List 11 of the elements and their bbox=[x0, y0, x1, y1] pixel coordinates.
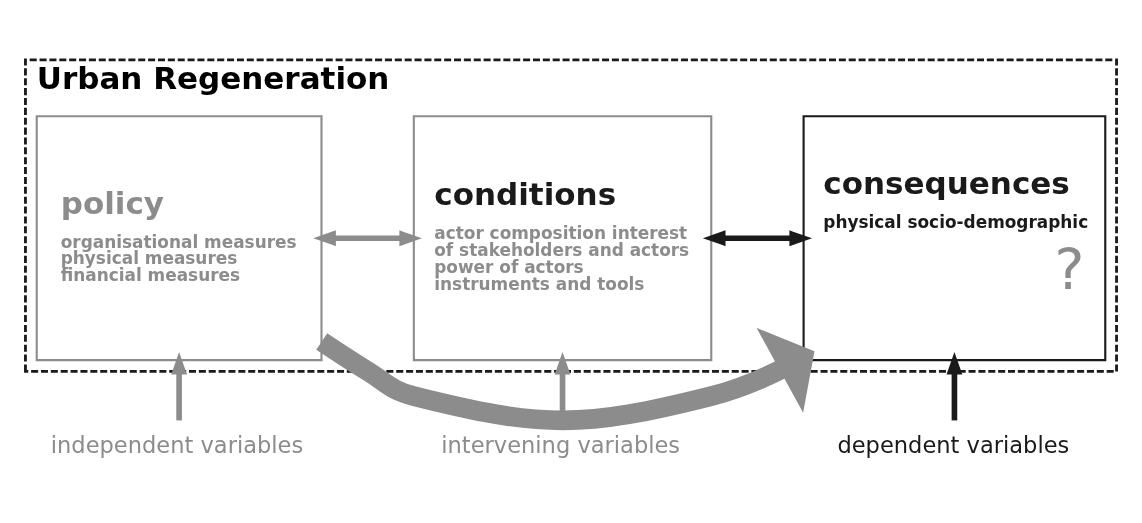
arrow bbox=[171, 352, 188, 421]
node-text: independent variables bbox=[50, 431, 304, 458]
node-text: dependent variables bbox=[837, 431, 1070, 458]
node-box: consequences physical socio-demographic ? bbox=[802, 115, 1107, 362]
node-text: intervening variables bbox=[441, 431, 681, 458]
arrow bbox=[702, 230, 813, 247]
node-box: conditions actor composition interest of stakeholders and actors power of actors instruments and tools bbox=[412, 115, 713, 362]
arrow bbox=[946, 352, 963, 421]
arrow bbox=[313, 230, 422, 247]
node-box: policy organisational measures physical measures financial measures bbox=[35, 115, 323, 362]
arrow bbox=[316, 327, 815, 431]
